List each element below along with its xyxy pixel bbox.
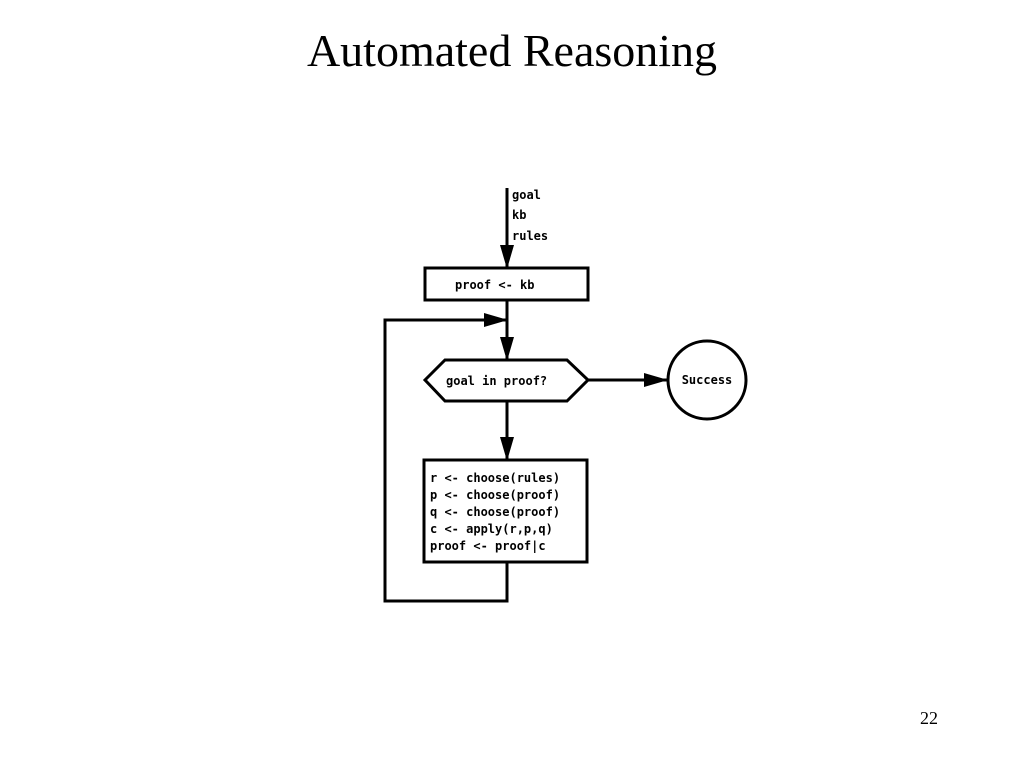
input-label-rules: rules bbox=[512, 229, 548, 243]
decision-label: goal in proof? bbox=[446, 374, 547, 388]
success-label: Success bbox=[682, 373, 733, 387]
process-line: p <- choose(proof) bbox=[430, 488, 560, 502]
process-line: proof <- proof|c bbox=[430, 539, 546, 553]
decision-hexagon bbox=[422, 358, 591, 403]
init-box bbox=[423, 266, 590, 302]
page-number: 22 bbox=[920, 708, 938, 728]
input-label-kb: kb bbox=[512, 208, 526, 222]
slide-title: Automated Reasoning bbox=[306, 25, 718, 76]
process-line: r <- choose(rules) bbox=[430, 471, 560, 485]
loop-back-arrow bbox=[383, 313, 509, 603]
process-line: c <- apply(r,p,q) bbox=[430, 522, 553, 536]
input-label-goal: goal bbox=[512, 188, 541, 202]
process-box bbox=[422, 458, 589, 564]
success-terminal bbox=[666, 339, 748, 421]
process-line: q <- choose(proof) bbox=[430, 505, 560, 519]
init-box-label: proof <- kb bbox=[455, 278, 534, 292]
